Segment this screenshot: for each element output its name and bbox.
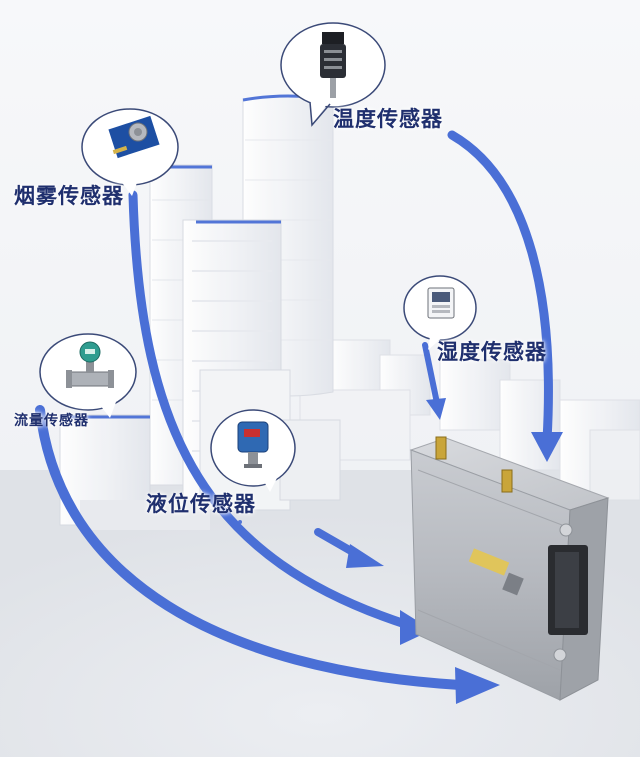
bubble-level xyxy=(210,409,296,492)
bubble-flow xyxy=(39,333,137,418)
level-transmitter-icon xyxy=(237,421,269,468)
smoke-sensor-label: 烟雾传感器 xyxy=(14,184,124,208)
level-sensor-label: 液位传感器 xyxy=(146,492,256,516)
flow-meter-icon xyxy=(66,341,114,388)
bubble-smoke xyxy=(81,108,179,196)
data-flow-arrows xyxy=(35,130,563,704)
humidity-logger-icon xyxy=(427,287,455,319)
smoke-sensor-module-icon xyxy=(108,115,160,159)
humidity-sensor-label: 湿度传感器 xyxy=(437,340,547,364)
temperature-sensor-label: 温度传感器 xyxy=(333,107,443,131)
flow-sensor-label: 流量传感器 xyxy=(14,413,89,429)
bubble-temperature xyxy=(280,22,386,127)
lora-gateway-device-icon xyxy=(409,436,610,701)
bubble-humidity xyxy=(403,275,477,350)
temperature-probe-icon xyxy=(320,32,346,98)
